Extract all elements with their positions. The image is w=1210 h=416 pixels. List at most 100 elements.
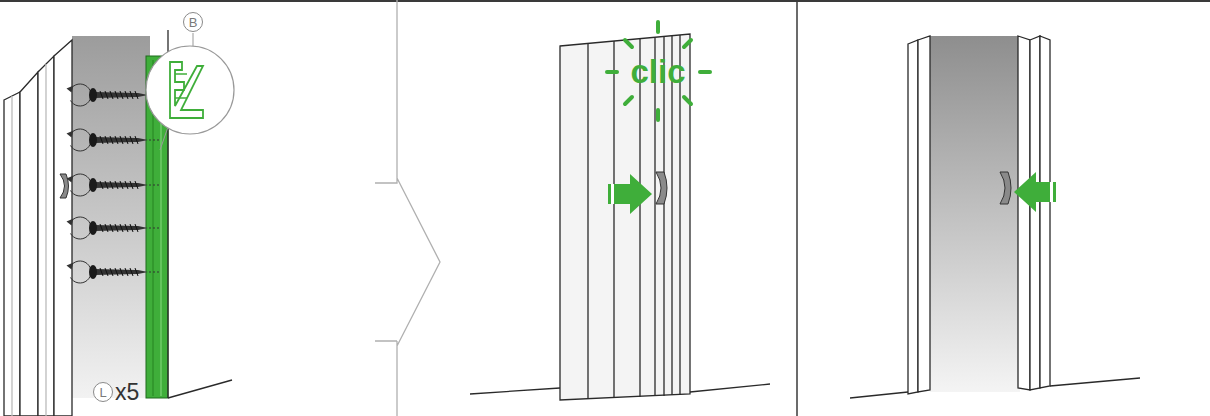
folded-door xyxy=(11,96,12,416)
screw-thread xyxy=(120,136,123,144)
screw-thread xyxy=(100,224,103,232)
screw-thread xyxy=(100,181,103,189)
closed-door xyxy=(690,384,770,392)
closed-door xyxy=(560,34,690,400)
screw-shaft xyxy=(95,137,148,143)
screw-thread xyxy=(115,224,118,232)
screw-thread xyxy=(130,268,133,276)
screw-thread xyxy=(125,224,128,232)
screw-thread xyxy=(125,268,128,276)
callout-letter: B xyxy=(189,16,198,29)
click-burst xyxy=(684,97,691,104)
magnifier xyxy=(193,33,194,46)
screw-guide xyxy=(149,228,160,229)
magnifier xyxy=(170,62,203,118)
callout-letter: L xyxy=(99,386,106,399)
screw-thread xyxy=(105,224,108,232)
step-arrow xyxy=(375,0,440,416)
click-burst xyxy=(607,70,617,74)
screw-thread xyxy=(130,91,133,99)
click-burst xyxy=(684,40,691,47)
screw-thread xyxy=(135,181,138,189)
screw-thread xyxy=(120,224,123,232)
closed-door xyxy=(613,41,614,398)
folded-door xyxy=(1018,36,1030,390)
screw-thread xyxy=(115,91,118,99)
screw-thread xyxy=(130,224,133,232)
screw-thread xyxy=(105,268,108,276)
magnifier xyxy=(175,73,187,75)
magnifier xyxy=(160,127,168,150)
click-burst xyxy=(625,97,632,104)
door-handle xyxy=(60,174,69,198)
rotation-arrowhead xyxy=(66,131,73,138)
screw-thread xyxy=(105,181,108,189)
wall xyxy=(72,36,150,398)
panel-frame xyxy=(796,0,798,416)
screw-guide xyxy=(149,185,160,186)
panel-frame xyxy=(0,0,1210,2)
screw-thread xyxy=(135,224,138,232)
magnifier xyxy=(175,97,187,99)
screw xyxy=(66,84,160,283)
folded-door xyxy=(908,40,918,394)
screw-thread xyxy=(125,91,128,99)
floor-line xyxy=(850,378,1140,398)
magnifier xyxy=(146,33,234,150)
door-handle xyxy=(1000,172,1011,204)
quantity: x5 xyxy=(115,381,139,404)
click-burst xyxy=(700,70,710,74)
rotation-arrow xyxy=(70,261,91,283)
closed-door xyxy=(639,39,640,397)
screw-thread xyxy=(100,136,103,144)
screw-guide xyxy=(149,272,160,273)
screw xyxy=(66,174,160,196)
folded-door xyxy=(918,36,930,392)
screw-thread xyxy=(125,136,128,144)
screw-thread xyxy=(115,136,118,144)
door-handle xyxy=(1000,172,1011,204)
click-burst xyxy=(607,22,710,120)
door-handle xyxy=(656,172,667,204)
pull-arrow xyxy=(1014,172,1056,212)
rotation-arrow xyxy=(70,84,91,106)
floor-line xyxy=(850,392,908,398)
screw-thread xyxy=(110,136,113,144)
pull-arrow xyxy=(1050,182,1053,202)
folded-door xyxy=(908,36,1050,394)
screw-thread xyxy=(100,91,103,99)
closed-door xyxy=(470,34,770,400)
callout-circle: B xyxy=(183,12,203,32)
screw-head xyxy=(89,221,97,235)
folded-door xyxy=(1030,36,1040,390)
screw-head xyxy=(89,178,97,192)
folded-door xyxy=(20,72,38,416)
folded-door xyxy=(4,40,72,416)
screw-thread xyxy=(135,91,138,99)
rotation-arrow xyxy=(70,129,91,151)
folded-door xyxy=(54,40,72,416)
screw-thread xyxy=(125,181,128,189)
screw-thread xyxy=(130,136,133,144)
screw-thread xyxy=(100,268,103,276)
screw-thread xyxy=(105,91,108,99)
screw-shaft xyxy=(95,92,148,98)
rotation-arrowhead xyxy=(66,219,73,226)
door-frame xyxy=(168,380,232,398)
rotation-arrowhead xyxy=(66,263,73,270)
folded-door xyxy=(4,92,20,416)
door-opening xyxy=(930,36,1020,392)
callout-circle: L xyxy=(93,382,113,402)
closed-door xyxy=(671,36,672,395)
step-arrow xyxy=(375,0,440,416)
sound-effect: clic xyxy=(630,55,685,88)
screw-thread xyxy=(135,136,138,144)
screw-shaft xyxy=(95,269,148,275)
screw-thread xyxy=(110,181,113,189)
push-arrow xyxy=(608,174,652,214)
screw xyxy=(66,261,160,283)
closed-door xyxy=(470,388,560,394)
rotation-arrowhead xyxy=(66,86,73,93)
